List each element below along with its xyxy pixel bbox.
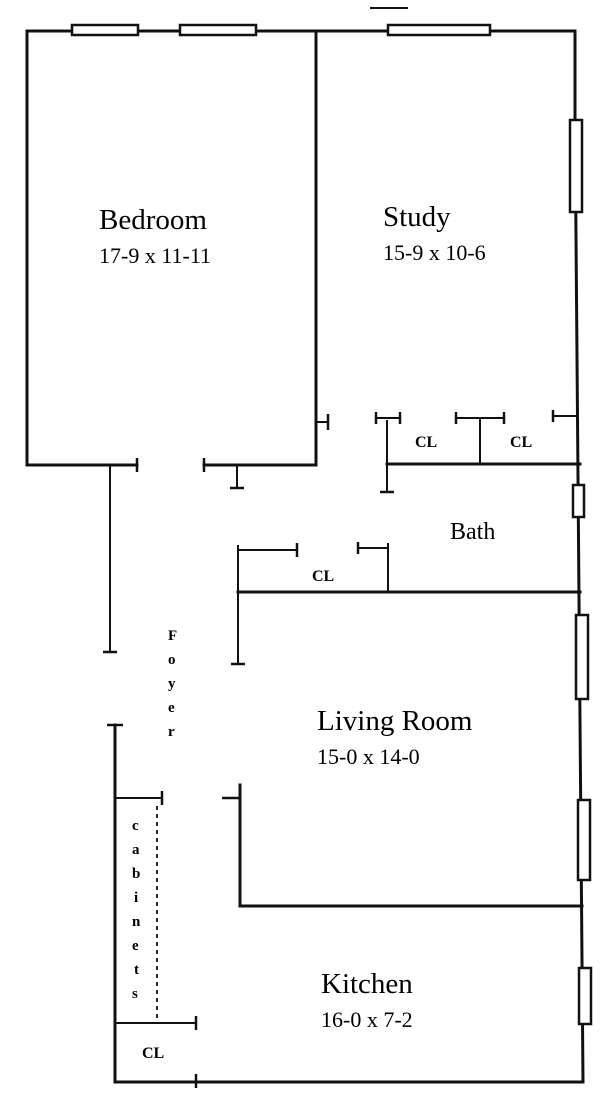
study-closet-left-label: CL (415, 434, 437, 451)
foyer-label: F o y e r (168, 628, 177, 740)
windows (70, 23, 593, 1026)
kitchen-closet-label: CL (142, 1045, 164, 1062)
study-closet-right-label: CL (510, 434, 532, 451)
cabinets-letter: s (132, 986, 138, 1002)
foyer-letter: r (168, 724, 175, 740)
foyer-letter: F (168, 628, 177, 644)
foyer-walls (103, 7, 408, 1088)
study-closets (374, 410, 582, 494)
window-right-5 (577, 966, 593, 1026)
bedroom-label: Bedroom (99, 204, 207, 236)
window-top-2 (178, 23, 258, 37)
living-room-walls (222, 783, 584, 908)
kitchen-label: Kitchen (321, 968, 413, 1000)
cabinets-letter: c (132, 818, 139, 834)
living-room-dimensions: 15-0 x 14-0 (317, 744, 420, 769)
cabinets-letter: t (134, 962, 139, 978)
cabinets-letter: a (132, 842, 140, 858)
foyer-letter: e (168, 700, 175, 716)
hall-closet-label: CL (312, 568, 334, 585)
cabinets-letter: b (132, 866, 140, 882)
foyer-letter: o (168, 652, 176, 668)
window-right-4 (576, 798, 592, 882)
study-dimensions: 15-9 x 10-6 (383, 240, 486, 265)
cabinets-label: c a b i n e t s (132, 818, 141, 1002)
window-top-1 (70, 23, 140, 37)
study-label: Study (383, 201, 451, 233)
window-right-3 (574, 613, 590, 701)
living-room-label: Living Room (317, 705, 473, 737)
kitchen-dimensions: 16-0 x 7-2 (321, 1007, 413, 1032)
bath-walls (231, 542, 582, 666)
foyer-letter: y (168, 676, 176, 692)
window-right-2 (571, 483, 586, 519)
cabinets-letter: n (132, 914, 141, 930)
window-right-1 (568, 118, 584, 214)
bath-label: Bath (450, 519, 495, 545)
window-top-3 (386, 23, 492, 37)
cabinets-letter: e (132, 938, 139, 954)
cabinets-letter: i (134, 890, 138, 906)
bedroom-walls (25, 29, 330, 490)
bedroom-dimensions: 17-9 x 11-11 (99, 243, 211, 268)
